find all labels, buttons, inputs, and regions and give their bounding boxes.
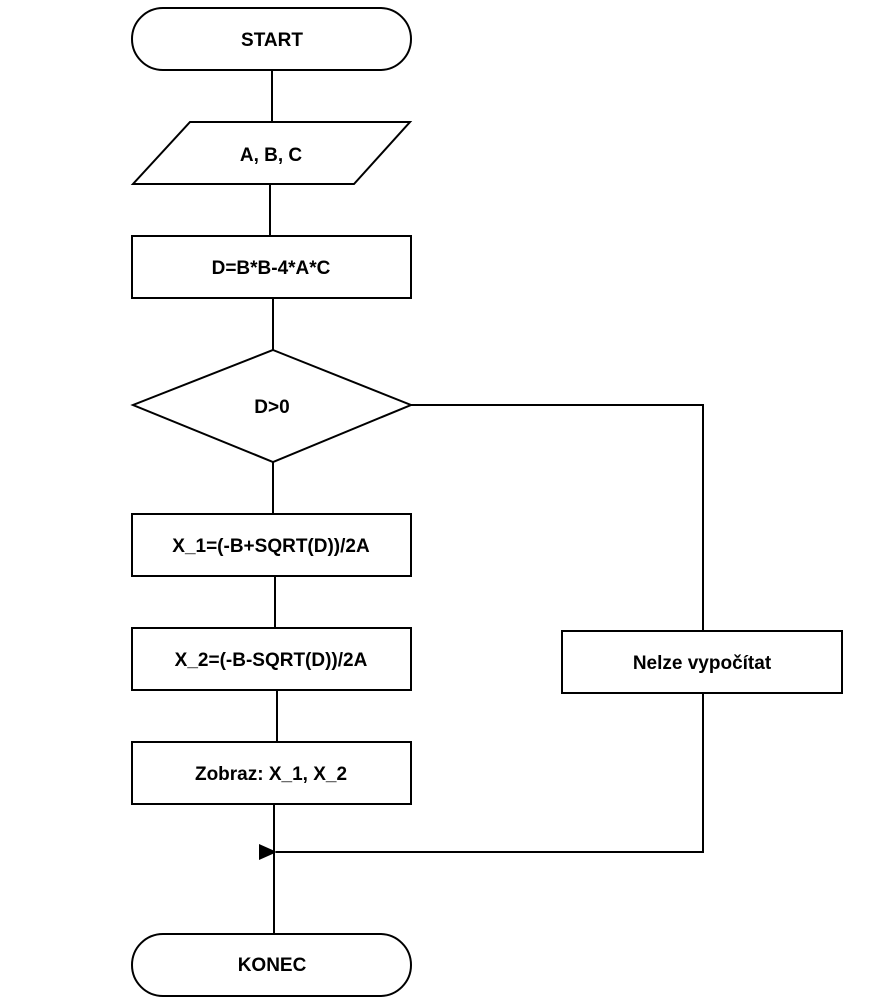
input-parallelogram [130,121,413,185]
input-label: A, B, C [240,145,303,166]
x2-label: X_2=(-B-SQRT(D))/2A [175,650,368,671]
connector-decision-error [411,404,704,631]
end-label: KONEC [238,955,307,976]
decision-label: D>0 [254,397,289,418]
error-process-box [561,630,843,694]
display-process-box [131,741,412,805]
end-terminal [131,933,412,997]
x1-process-box [131,513,412,577]
x1-label: X_1=(-B+SQRT(D))/2A [172,536,370,557]
start-terminal [131,7,412,71]
discriminant-process-box [131,235,412,299]
connector-error-merge-arrow [259,693,704,860]
decision-diamond [130,348,414,464]
display-label: Zobraz: X_1, X_2 [195,764,347,785]
discriminant-label: D=B*B-4*A*C [212,258,331,279]
x2-process-box [131,627,412,691]
start-label: START [241,30,303,51]
error-label: Nelze vypočítat [633,653,772,674]
